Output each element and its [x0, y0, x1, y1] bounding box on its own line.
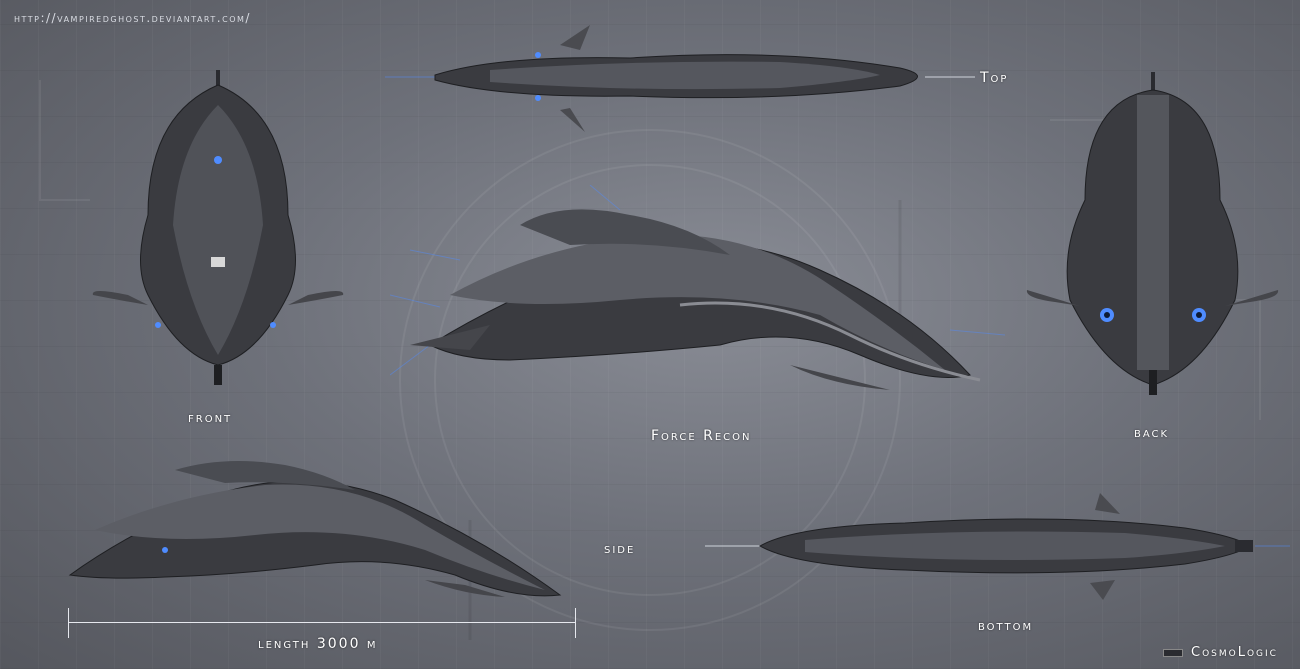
- label-side: side: [604, 541, 636, 557]
- label-top: Top: [980, 70, 1009, 86]
- label-main: Force Recon: [651, 428, 752, 444]
- brand-logo-mark: [1163, 649, 1183, 657]
- scale-tick-left: [68, 608, 69, 638]
- ship-back-view: [1026, 72, 1279, 395]
- ship-front-view: [92, 70, 344, 385]
- scale-line: [68, 622, 576, 623]
- ship-side-view: [68, 461, 562, 597]
- scale-label: length 3000 m: [258, 636, 378, 652]
- label-bottom: bottom: [978, 618, 1034, 634]
- scale-tick-right: [575, 608, 576, 638]
- ship-bottom-view: [705, 493, 1290, 600]
- label-back: back: [1134, 425, 1170, 441]
- brand-name: CosmoLogic: [1191, 645, 1278, 660]
- header-url: http://vampiredghost.deviantart.com/: [14, 11, 251, 25]
- label-front: front: [188, 410, 233, 426]
- ship-top-view: [385, 25, 975, 132]
- ship-main-view: [390, 185, 1006, 390]
